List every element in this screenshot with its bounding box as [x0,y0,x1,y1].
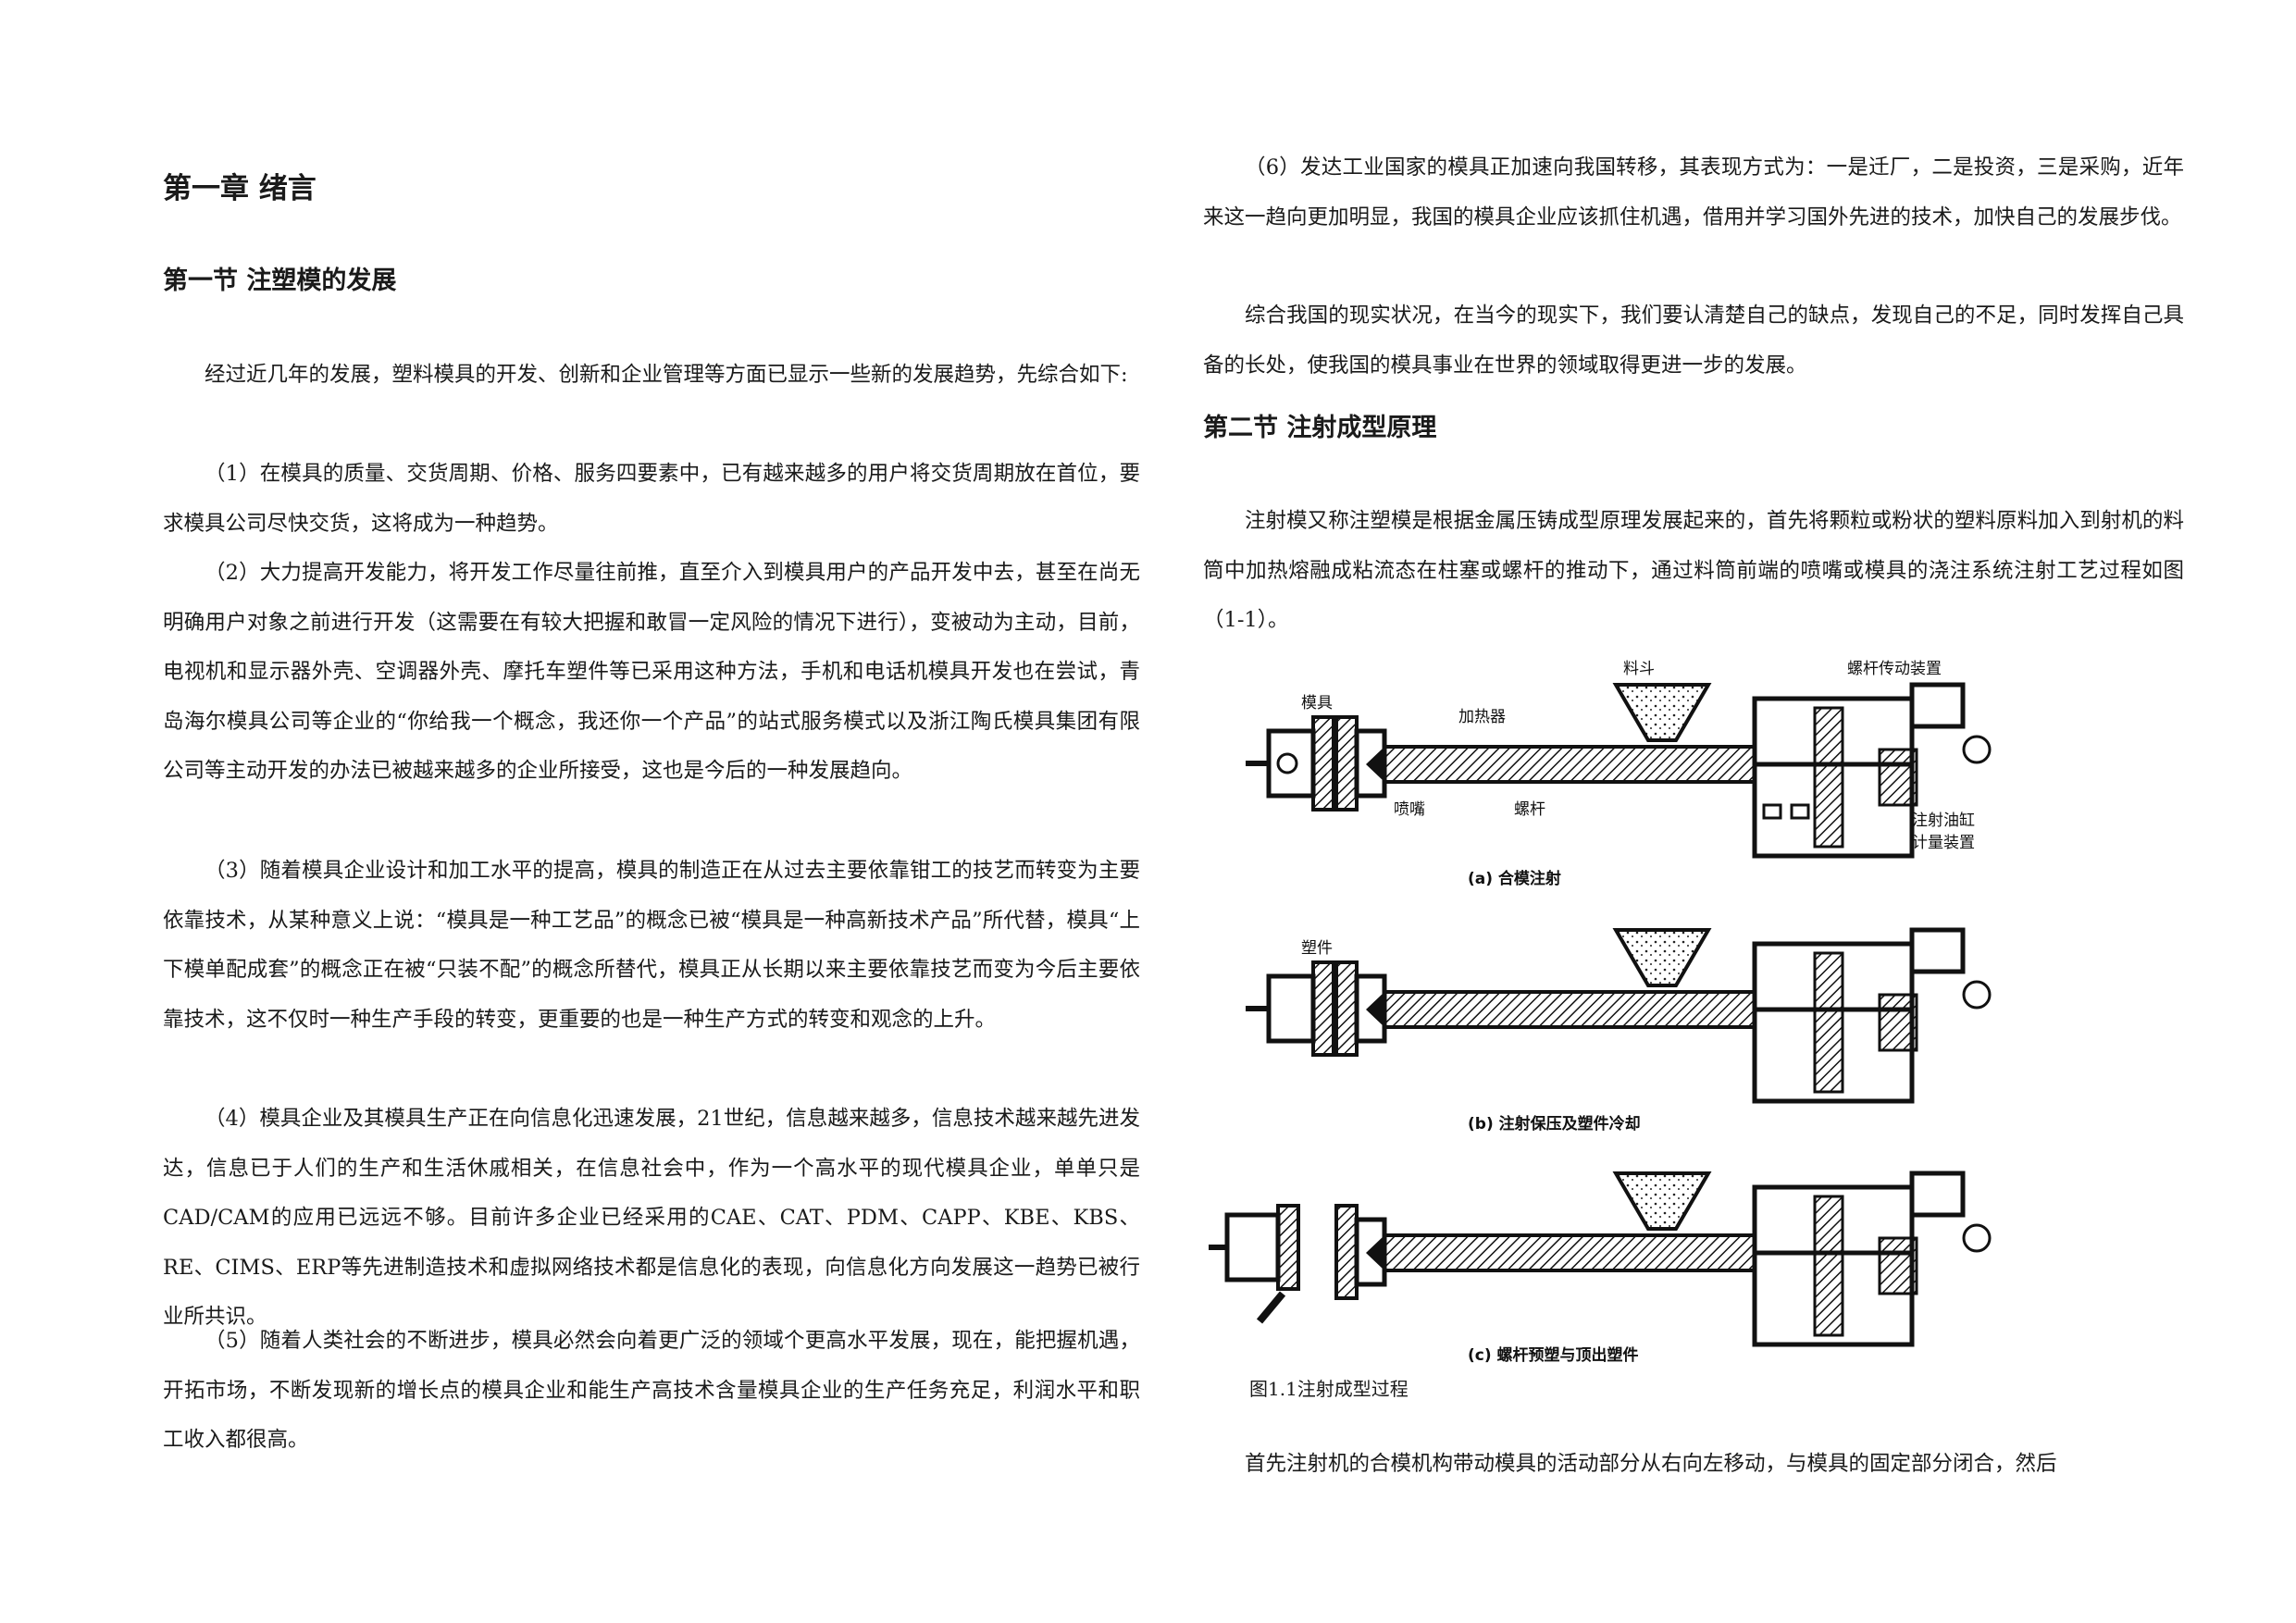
paragraph-item-2: （2）大力提高开发能力，将开发工作尽量往前推，直至介入到模具用户的产品开发中去，… [163,561,1140,784]
stage-c-diagram: (c) 螺杆预塑与顶出塑件 [1209,1171,1992,1365]
sub-caption-a: (a) 合模注射 [1468,869,1561,888]
label-nozzle: 喷嘴 [1394,800,1425,819]
label-metering: 计量装置 [1912,834,1975,852]
label-mold: 模具 [1301,694,1333,712]
paragraph-summary: 综合我国的现实状况，在当今的现实下，我们要认清楚自己的缺点，发现自己的不足，同时… [1203,304,2184,378]
label-screw: 螺杆 [1514,800,1545,819]
section-title-1: 第一节 注塑模的发展 [163,266,397,295]
chapter-title: 第一章 绪言 [163,172,316,205]
sub-caption-c: (c) 螺杆预塑与顶出塑件 [1468,1345,1639,1365]
paragraph-item-6: （6）发达工业国家的模具正加速向我国转移，其表现方式为：一是迁厂，二是投资，三是… [1203,155,2184,229]
stage-b-diagram: 塑件 (b) 注射保压及塑件冷却 [1246,927,1992,1134]
paragraph-item-3: （3）随着模具企业设计和加工水平的提高，模具的制造正在从过去主要依靠钳工的技艺而… [163,859,1140,1032]
paragraph-last: 首先注射机的合模机构带动模具的活动部分从右向左移动，与模具的固定部分闭合，然后 [1245,1452,2057,1476]
paragraph-intro: 经过近几年的发展，塑料模具的开发、创新和企业管理等方面已显示一些新的发展趋势，先… [205,363,1128,387]
paragraph-item-4: （4）模具企业及其模具生产正在向信息化迅速发展，21世纪，信息越来越多，信息技术… [163,1107,1140,1330]
paragraph-principle: 注射模又称注塑模是根据金属压铸成型原理发展起来的，首先将颗粒或粉状的塑料原料加入… [1203,509,2184,633]
injection-molding-figure: 料斗 螺杆传动装置 模具 加热器 喷嘴 螺杆 注射油缸 计量装置 (a) 合模注… [1209,629,2184,1369]
label-cylinder: 注射油缸 [1912,811,1975,830]
sub-caption-b: (b) 注射保压及塑件冷却 [1468,1114,1641,1134]
figure-caption: 图1.1注射成型过程 [1249,1378,1409,1400]
section-title-2: 第二节 注射成型原理 [1203,414,1437,442]
label-screw-drive: 螺杆传动装置 [1847,660,1942,678]
injection-molding-diagram: 料斗 螺杆传动装置 模具 加热器 喷嘴 螺杆 注射油缸 计量装置 (a) 合模注… [1209,660,1992,1365]
label-part: 塑件 [1301,939,1333,958]
label-hopper: 料斗 [1623,660,1655,678]
stage-a-diagram: 料斗 螺杆传动装置 模具 加热器 喷嘴 螺杆 注射油缸 计量装置 (a) 合模注… [1246,660,1992,888]
paragraph-item-1: （1）在模具的质量、交货周期、价格、服务四要素中，已有越来越多的用户将交货周期放… [163,462,1140,536]
paragraph-item-5: （5）随着人类社会的不断进步，模具必然会向着更广泛的领域个更高水平发展，现在，能… [163,1329,1140,1453]
label-heater: 加热器 [1458,708,1506,726]
